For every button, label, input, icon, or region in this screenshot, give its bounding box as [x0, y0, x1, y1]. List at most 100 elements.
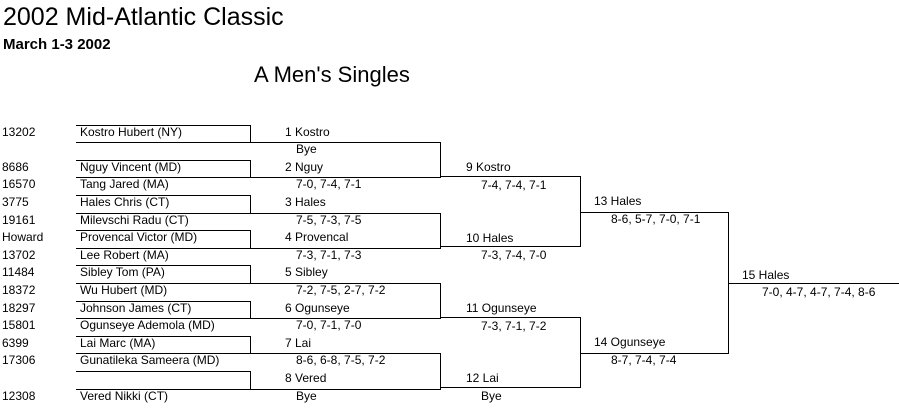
round2-score: 7-3, 7-1, 7-2: [481, 319, 547, 333]
round2-score: Bye: [481, 389, 502, 403]
entry-line: [76, 336, 251, 337]
entry-line: [76, 177, 251, 178]
final-line: [728, 283, 899, 284]
player-name: Nguy Vincent (MD): [80, 160, 182, 174]
bracket-connector: [250, 265, 251, 284]
round1-line: [250, 389, 441, 390]
round1-line: [250, 213, 441, 214]
round1-winner: 4 Provencal: [285, 230, 349, 244]
bracket-connector: [580, 317, 581, 388]
final-score: 7-0, 4-7, 4-7, 7-4, 8-6: [762, 285, 876, 299]
bracket-connector: [440, 353, 441, 390]
round1-score: 7-2, 7-5, 2-7, 7-2: [296, 283, 386, 297]
round2-line: [440, 387, 581, 388]
bracket-connector: [250, 125, 251, 143]
round1-winner: 3 Hales: [285, 195, 326, 209]
round1-winner: 2 Nguy: [285, 160, 324, 174]
bracket-connector: [250, 336, 251, 354]
player-seed-id: 15801: [2, 318, 36, 332]
entry-line: [76, 142, 251, 143]
player-seed-id: 8686: [2, 160, 29, 174]
bracket-connector: [440, 213, 441, 249]
player-name: Gunatileka Sameera (MD): [80, 353, 220, 367]
entry-line: [76, 371, 251, 372]
round1-line: [250, 248, 441, 249]
player-name: Johnson James (CT): [80, 301, 192, 315]
player-name: Hales Chris (CT): [80, 195, 170, 209]
entry-line: [76, 353, 251, 354]
player-seed-id: 12308: [2, 389, 36, 403]
player-name: Sibley Tom (PA): [80, 265, 165, 279]
player-name: Tang Jared (MA): [80, 177, 169, 191]
bracket-connector: [440, 283, 441, 319]
round1-winner: 5 Sibley: [285, 265, 328, 279]
player-name: Milevschi Radu (CT): [80, 213, 189, 227]
player-name: Provencal Victor (MD): [80, 230, 198, 244]
player-name: Wu Hubert (MD): [80, 283, 168, 297]
player-seed-id: 18297: [2, 301, 36, 315]
round1-score: 7-3, 7-1, 7-3: [296, 248, 362, 262]
round1-winner: 7 Lai: [285, 336, 312, 350]
bracket-connector: [250, 301, 251, 319]
entry-line: [76, 265, 251, 266]
round2-winner: 10 Hales: [466, 231, 514, 245]
round1-score: 8-6, 6-8, 7-5, 7-2: [296, 353, 386, 367]
round2-winner: 9 Kostro: [466, 160, 511, 174]
player-seed-id: 18372: [2, 283, 36, 297]
bracket-connector: [250, 230, 251, 249]
round1-line: [250, 283, 441, 284]
entry-line: [76, 301, 251, 302]
tournament-dates: March 1-3 2002: [3, 36, 111, 53]
bracket-connector: [250, 371, 251, 390]
round1-score: 7-0, 7-1, 7-0: [296, 318, 362, 332]
round1-line: [250, 177, 441, 178]
champion-label: 15 Hales: [742, 268, 790, 282]
round3-score: 8-6, 5-7, 7-0, 7-1: [611, 212, 701, 226]
round3-winner: 13 Hales: [594, 194, 642, 208]
player-seed-id: 6399: [2, 336, 29, 350]
round1-score: Bye: [296, 142, 317, 156]
player-seed-id: 17306: [2, 353, 36, 367]
round1-score: 7-0, 7-4, 7-1: [296, 177, 362, 191]
round1-score: 7-5, 7-3, 7-5: [296, 213, 362, 227]
round1-line: [250, 353, 441, 354]
round3-line: [580, 212, 729, 213]
round1-line: [250, 318, 441, 319]
player-seed-id: 13202: [2, 125, 36, 139]
bracket-connector: [250, 160, 251, 178]
entry-line: [76, 125, 251, 126]
round2-score: 7-3, 7-4, 7-0: [481, 248, 547, 262]
player-name: Lee Robert (MA): [80, 248, 169, 262]
entry-line: [76, 160, 251, 161]
player-name: Lai Marc (MA): [80, 336, 156, 350]
round2-score: 7-4, 7-4, 7-1: [481, 178, 547, 192]
player-seed-id: Howard: [2, 230, 44, 244]
player-name: Kostro Hubert (NY): [80, 125, 183, 139]
tournament-title: 2002 Mid-Atlantic Classic: [3, 3, 284, 31]
event-title: A Men's Singles: [254, 62, 410, 87]
entry-line: [76, 283, 251, 284]
player-seed-id: 11484: [2, 265, 35, 279]
entry-line: [76, 213, 251, 214]
player-seed-id: 13702: [2, 248, 36, 262]
bracket-connector: [250, 195, 251, 214]
round2-winner: 12 Lai: [466, 371, 499, 385]
entry-line: [76, 248, 251, 249]
entry-line: [76, 389, 251, 390]
round2-line: [440, 317, 581, 318]
round2-line: [440, 246, 581, 247]
player-name: Vered Nikki (CT): [80, 389, 169, 403]
player-seed-id: 16570: [2, 177, 36, 191]
round2-winner: 11 Ogunseye: [466, 301, 537, 315]
round1-line: [250, 142, 441, 143]
round1-winner: 1 Kostro: [285, 125, 330, 139]
round1-winner: 6 Ogunseye: [285, 301, 350, 315]
bracket-connector: [440, 142, 441, 178]
round3-score: 8-7, 7-4, 7-4: [611, 353, 677, 367]
entry-line: [76, 195, 251, 196]
player-seed-id: 19161: [2, 213, 36, 227]
round3-line: [580, 353, 729, 354]
entry-line: [76, 230, 251, 231]
player-name: Ogunseye Ademola (MD): [80, 318, 215, 332]
entry-line: [76, 318, 251, 319]
